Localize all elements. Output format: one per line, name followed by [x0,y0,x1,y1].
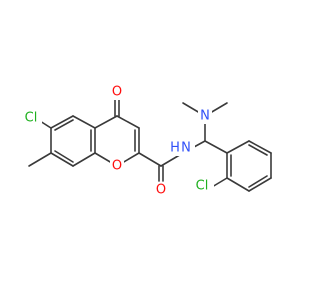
atom-o-ring: O [110,158,124,174]
bond [226,177,250,192]
atom-cl-left: Cl [20,110,42,126]
bonds [28,97,272,192]
bond [54,119,74,131]
bond [248,177,272,192]
atom-label: O [112,85,122,100]
atom-label: Cl [25,111,38,126]
atom-label: N [200,109,210,124]
bond [226,140,250,154]
atom-label: Cl [196,179,209,194]
atom-n-amine: N [198,108,212,124]
atom-o-ketone: O [110,84,124,100]
molecule-structure: Cl O O O H N N Cl [20,84,272,198]
atom-labels: Cl O O O H N N Cl [20,84,214,198]
bond [94,115,118,129]
bond [50,115,74,129]
bond [211,177,228,188]
atom-o-amide: O [154,182,168,198]
bond [116,115,140,129]
atom-label: O [112,159,122,174]
atom-cl-right: Cl [190,178,214,194]
bond [248,140,272,154]
bond [72,152,96,167]
molecule-svg: Cl O O O H N N Cl [20,84,272,198]
bond [54,150,74,163]
bond [50,152,74,167]
bond [248,144,268,156]
bond [248,175,268,188]
atom-label: H [170,141,180,156]
bond [204,140,228,154]
bond [138,152,162,167]
atom-nh-amide: H N [169,140,195,156]
bond [28,152,52,167]
atom-label: O [156,183,166,198]
bond [72,115,96,129]
atom-label: N [181,141,191,156]
